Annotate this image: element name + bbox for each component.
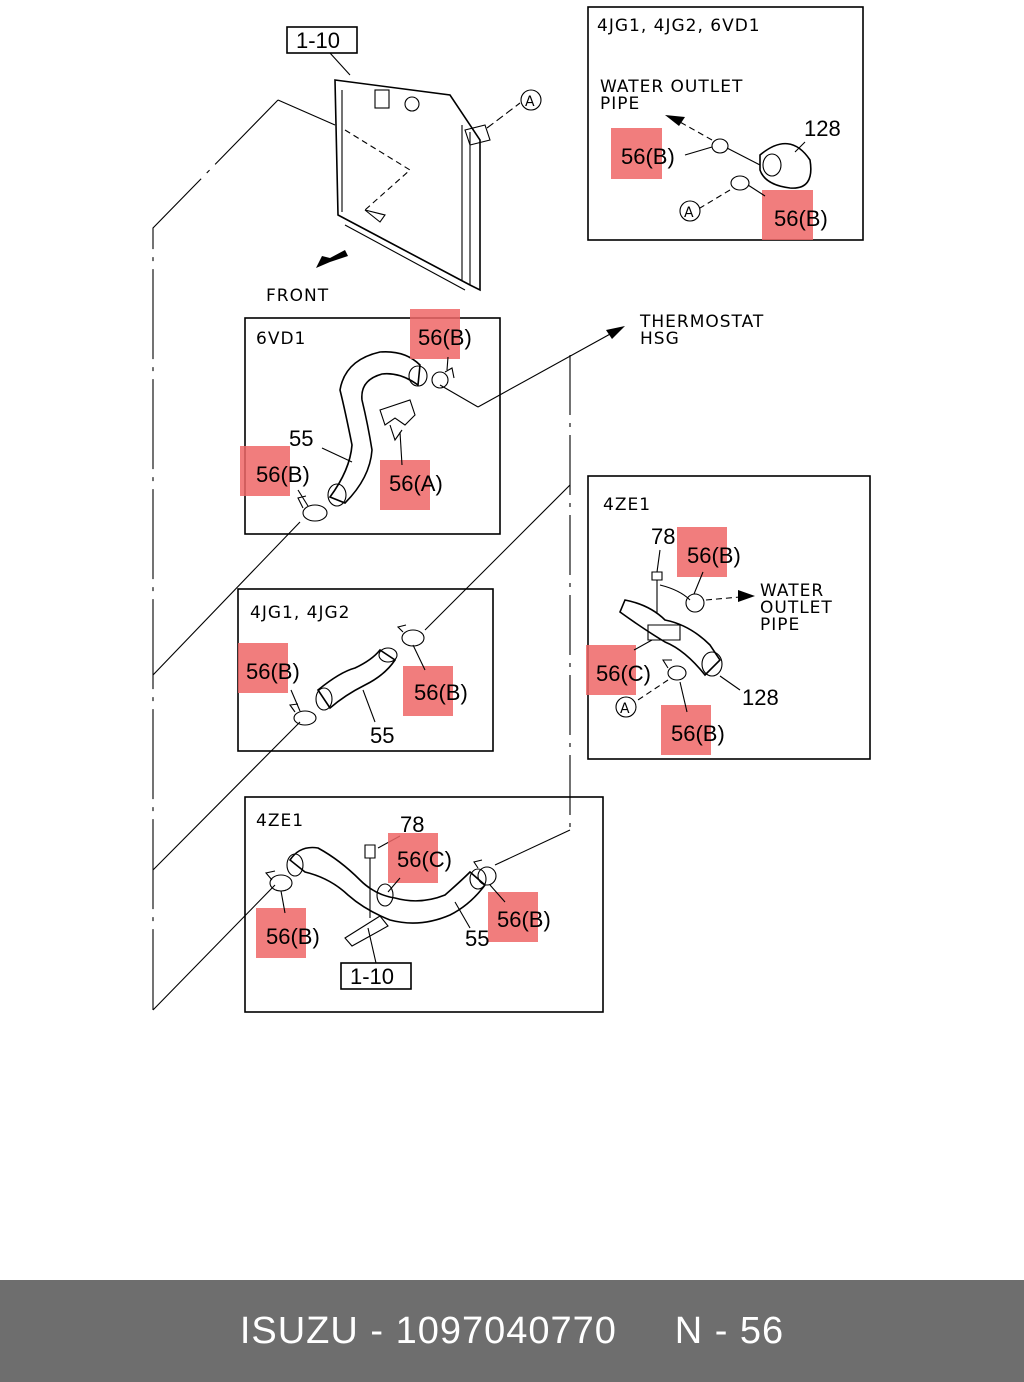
bracket-clamp <box>379 399 416 426</box>
front-arrow-icon <box>316 250 348 268</box>
water-outlet-line1: WATER OUTLET <box>600 77 743 97</box>
highlight-box <box>611 128 662 179</box>
panel-title: 4ZE1 <box>603 495 651 515</box>
clamp-label-56b: 56(B) <box>497 907 551 932</box>
connector-a-marker <box>679 200 701 222</box>
highlight-box <box>240 446 290 496</box>
hose-55 <box>288 846 487 924</box>
hose-clamp <box>401 629 425 647</box>
hose-clamp <box>431 371 449 389</box>
hose-128 <box>759 142 812 189</box>
hose-clamp <box>269 874 293 892</box>
routing-lines: THERMOSTAT HSG <box>152 99 764 1011</box>
clamp-label-56b: 56(B) <box>418 325 472 350</box>
panel-title: 4JG1, 4JG2 <box>250 603 350 623</box>
radiator-ref-box <box>286 26 358 54</box>
parts-diagram: 1-10 A FRONT THERMOSTAT HSG <box>152 6 871 1013</box>
clamp-label-56b: 56(B) <box>256 462 310 487</box>
hose-55-label: 55 <box>289 426 313 451</box>
bracket-ref-label: 1-10 <box>350 964 394 989</box>
highlight-box <box>410 309 460 359</box>
clamp-label-56b: 56(B) <box>671 721 725 746</box>
clamp-label-56b: 56(B) <box>266 924 320 949</box>
water-outlet-line2: PIPE <box>600 94 640 114</box>
water-outlet-line2: OUTLET <box>760 598 833 618</box>
panel-4ze1-bottom: 4ZE1 78 56(C) 56(B) 56(B) 55 1-10 <box>244 796 604 1013</box>
hose-clamp <box>477 866 497 886</box>
clamp-label-56c: 56(C) <box>397 847 452 872</box>
footer-bar: ISUZU - 1097040770 N - 56 <box>0 1280 1024 1382</box>
hose-55-label: 55 <box>370 723 394 748</box>
footer-part-number: ISUZU - 1097040770 N - 56 <box>239 1309 785 1352</box>
bolt-icon <box>651 571 663 581</box>
water-outlet-line3: PIPE <box>760 615 800 635</box>
connector-a-label: A <box>620 701 630 717</box>
highlight-box <box>380 460 430 510</box>
highlight-box <box>661 705 711 755</box>
arrow-icon <box>738 590 755 602</box>
bolt-78-label: 78 <box>651 524 675 549</box>
hose-55 <box>328 350 421 504</box>
highlight-box <box>488 892 538 942</box>
connector-a-marker <box>520 89 542 111</box>
thermostat-arrow-icon <box>606 326 625 339</box>
water-outlet-line1: WATER <box>760 581 824 601</box>
bracket <box>647 624 681 641</box>
clamp-label-56b: 56(B) <box>621 144 675 169</box>
front-label: FRONT <box>266 286 329 306</box>
clamp-label-56c: 56(C) <box>596 661 651 686</box>
clamp-label-56b: 56(B) <box>774 206 828 231</box>
highlight-box <box>677 527 727 577</box>
arrow-icon <box>665 115 685 126</box>
panel-title: 6VD1 <box>256 329 306 349</box>
panel-4jg1-4jg2-6vd1: 4JG1, 4JG2, 6VD1 WATER OUTLET PIPE 128 A… <box>587 6 864 241</box>
hose-55 <box>316 648 397 710</box>
panel-title: 4ZE1 <box>256 811 304 831</box>
part-128-label: 128 <box>742 685 779 710</box>
hose-clamp <box>730 175 750 191</box>
radiator: 1-10 A FRONT <box>266 26 542 306</box>
hose-128 <box>619 599 722 677</box>
highlight-box <box>238 643 288 693</box>
clamp-label-56b: 56(B) <box>687 543 741 568</box>
thermostat-label-line1: THERMOSTAT <box>639 312 764 332</box>
clamp-label-56a: 56(A) <box>389 471 443 496</box>
hose-clamp <box>711 138 729 154</box>
panel-title: 4JG1, 4JG2, 6VD1 <box>597 16 761 36</box>
connector-a-label: A <box>525 94 535 110</box>
radiator-ref-label: 1-10 <box>296 28 340 53</box>
panel-4ze1-right: 4ZE1 78 WATER OUTLET PIPE A 128 56(B) 56… <box>586 475 871 760</box>
highlight-box <box>388 833 438 883</box>
connector-a-marker <box>615 696 637 718</box>
connector-a-label: A <box>684 205 694 221</box>
bracket <box>344 915 389 947</box>
hose-clamp <box>376 883 394 907</box>
thermostat-label-line2: HSG <box>640 329 680 349</box>
highlight-box <box>762 190 813 240</box>
hose-clamp <box>685 593 705 613</box>
panel-6vd1: 6VD1 56(B) 55 56(B) 56(A) <box>240 309 501 535</box>
clamp-label-56b: 56(B) <box>246 659 300 684</box>
highlight-box <box>256 908 306 958</box>
hose-clamp <box>667 665 687 681</box>
highlight-box <box>403 666 453 716</box>
hose-clamp <box>293 710 317 726</box>
clamp-label-56b: 56(B) <box>414 680 468 705</box>
hose-clamp <box>302 504 328 522</box>
part-128-label: 128 <box>804 116 841 141</box>
bolt-78-label: 78 <box>400 812 424 837</box>
hose-55-label: 55 <box>465 926 489 951</box>
panel-4jg1-4jg2: 4JG1, 4JG2 56(B) 56(B) 55 <box>237 588 494 752</box>
highlight-box <box>586 645 636 695</box>
bolt-icon <box>364 844 376 859</box>
